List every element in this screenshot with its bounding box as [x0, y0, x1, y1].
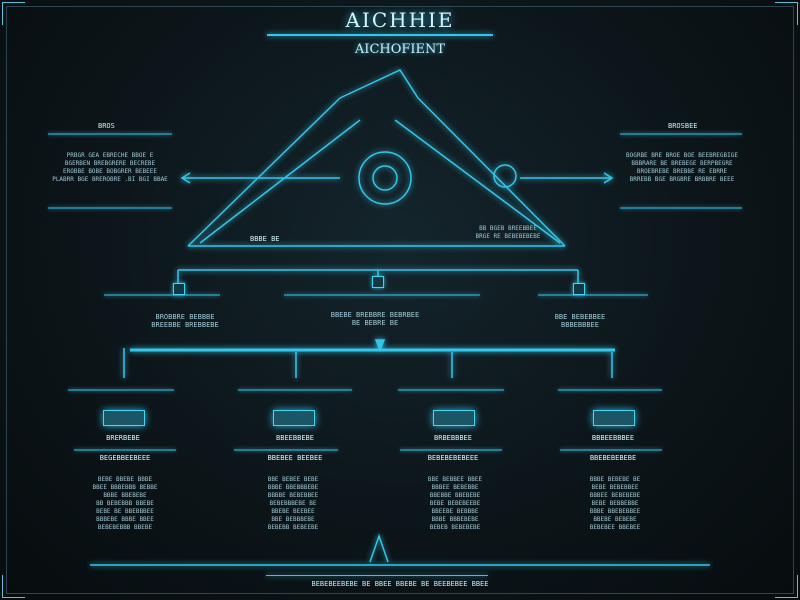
corner-ornament-top-right	[775, 2, 798, 25]
mid-right-label: BBE BEBEBBEE BBBEBBBEE	[554, 313, 606, 329]
column-3-label: BRBEBBBEE	[434, 434, 472, 442]
triangle-right-caption: BB BGEB BREEBBEE BRGE RE BEBEBEBEBE	[475, 225, 541, 240]
triangle-right-edge	[417, 97, 566, 247]
right-panel-text: BOGRBE BRE BROE BOE BEEBREGBIGE BBBRARE …	[626, 152, 738, 183]
column-1-header: BEGEBBEEBEEE	[99, 454, 151, 462]
column-2-node	[273, 410, 315, 426]
left-panel-title: BROS	[98, 122, 115, 130]
column-1-text: BEBE BBEBE BBBE BBEE BBBEBBB BEBBE BBBE …	[92, 476, 158, 531]
left-panel-text: PRBGR GEA EBRECHE BBOE E BGERBEN BREBGRE…	[52, 152, 168, 183]
column-3-node	[433, 410, 475, 426]
corner-ornament-top-left	[2, 2, 25, 25]
corner-ornament-bottom-right	[775, 575, 798, 598]
right-arrow-head	[603, 172, 614, 184]
triangle-inner-left	[199, 119, 361, 244]
column-2-text: BBE BEBEE BEBE BBBE BBEBBBEBE BBBBE BEBE…	[267, 476, 319, 531]
bus-center-pointer	[374, 339, 386, 353]
title-underline	[267, 34, 493, 36]
triangle-apex	[339, 69, 419, 99]
column-1-node	[103, 410, 145, 426]
corner-ornament-bottom-left	[2, 575, 25, 598]
column-4-text: BBBE BEBEBE BE BEBE BEBEBBEE BBBEE BEBEB…	[589, 476, 641, 531]
right-panel-title: BROSBEE	[668, 122, 698, 130]
left-arrow-head	[180, 172, 191, 184]
column-4-label: BBBEEBBBEE	[591, 434, 635, 442]
column-3-header: BEBEBEBEBEEE	[427, 454, 479, 462]
diagram-title: AICHHIE	[345, 8, 455, 32]
right-gear	[493, 164, 517, 188]
footer-caption: BEBEBEEBEBE BE BBEE BBEBE BE BEEBEBEE BB…	[311, 580, 489, 588]
bottom-spike	[369, 533, 389, 563]
triangle-inner-right	[394, 119, 561, 244]
center-node-icon	[372, 276, 384, 288]
triangle-left-caption: BBBE BE	[250, 235, 280, 243]
column-4-node	[593, 410, 635, 426]
triangle-left-edge	[187, 97, 341, 247]
column-3-text: BBE BEBBEE BBEE BBBEE BEBEBBE BBEBBE BBE…	[427, 476, 483, 531]
central-hub-outer	[358, 151, 412, 205]
footer-rule	[266, 575, 488, 576]
right-node-icon	[573, 283, 585, 295]
column-1-label: BRERBEBE	[106, 434, 140, 442]
column-2-label: BBEEBBEBE	[276, 434, 314, 442]
diagram-subtitle: AICHOFIENT	[354, 42, 446, 57]
mid-left-label: BROBBRE BEBBBE BREEBBE BREBBEBE	[151, 313, 219, 329]
central-hub-inner	[372, 165, 398, 191]
column-2-header: BBEBEE BEEBEE	[267, 454, 323, 462]
mid-center-label: BBEBE BREBBRE BEBRBEE BE BEBRE BE	[330, 311, 420, 327]
left-node-icon	[173, 283, 185, 295]
column-4-header: BBEBEBEBEBE	[589, 454, 637, 462]
